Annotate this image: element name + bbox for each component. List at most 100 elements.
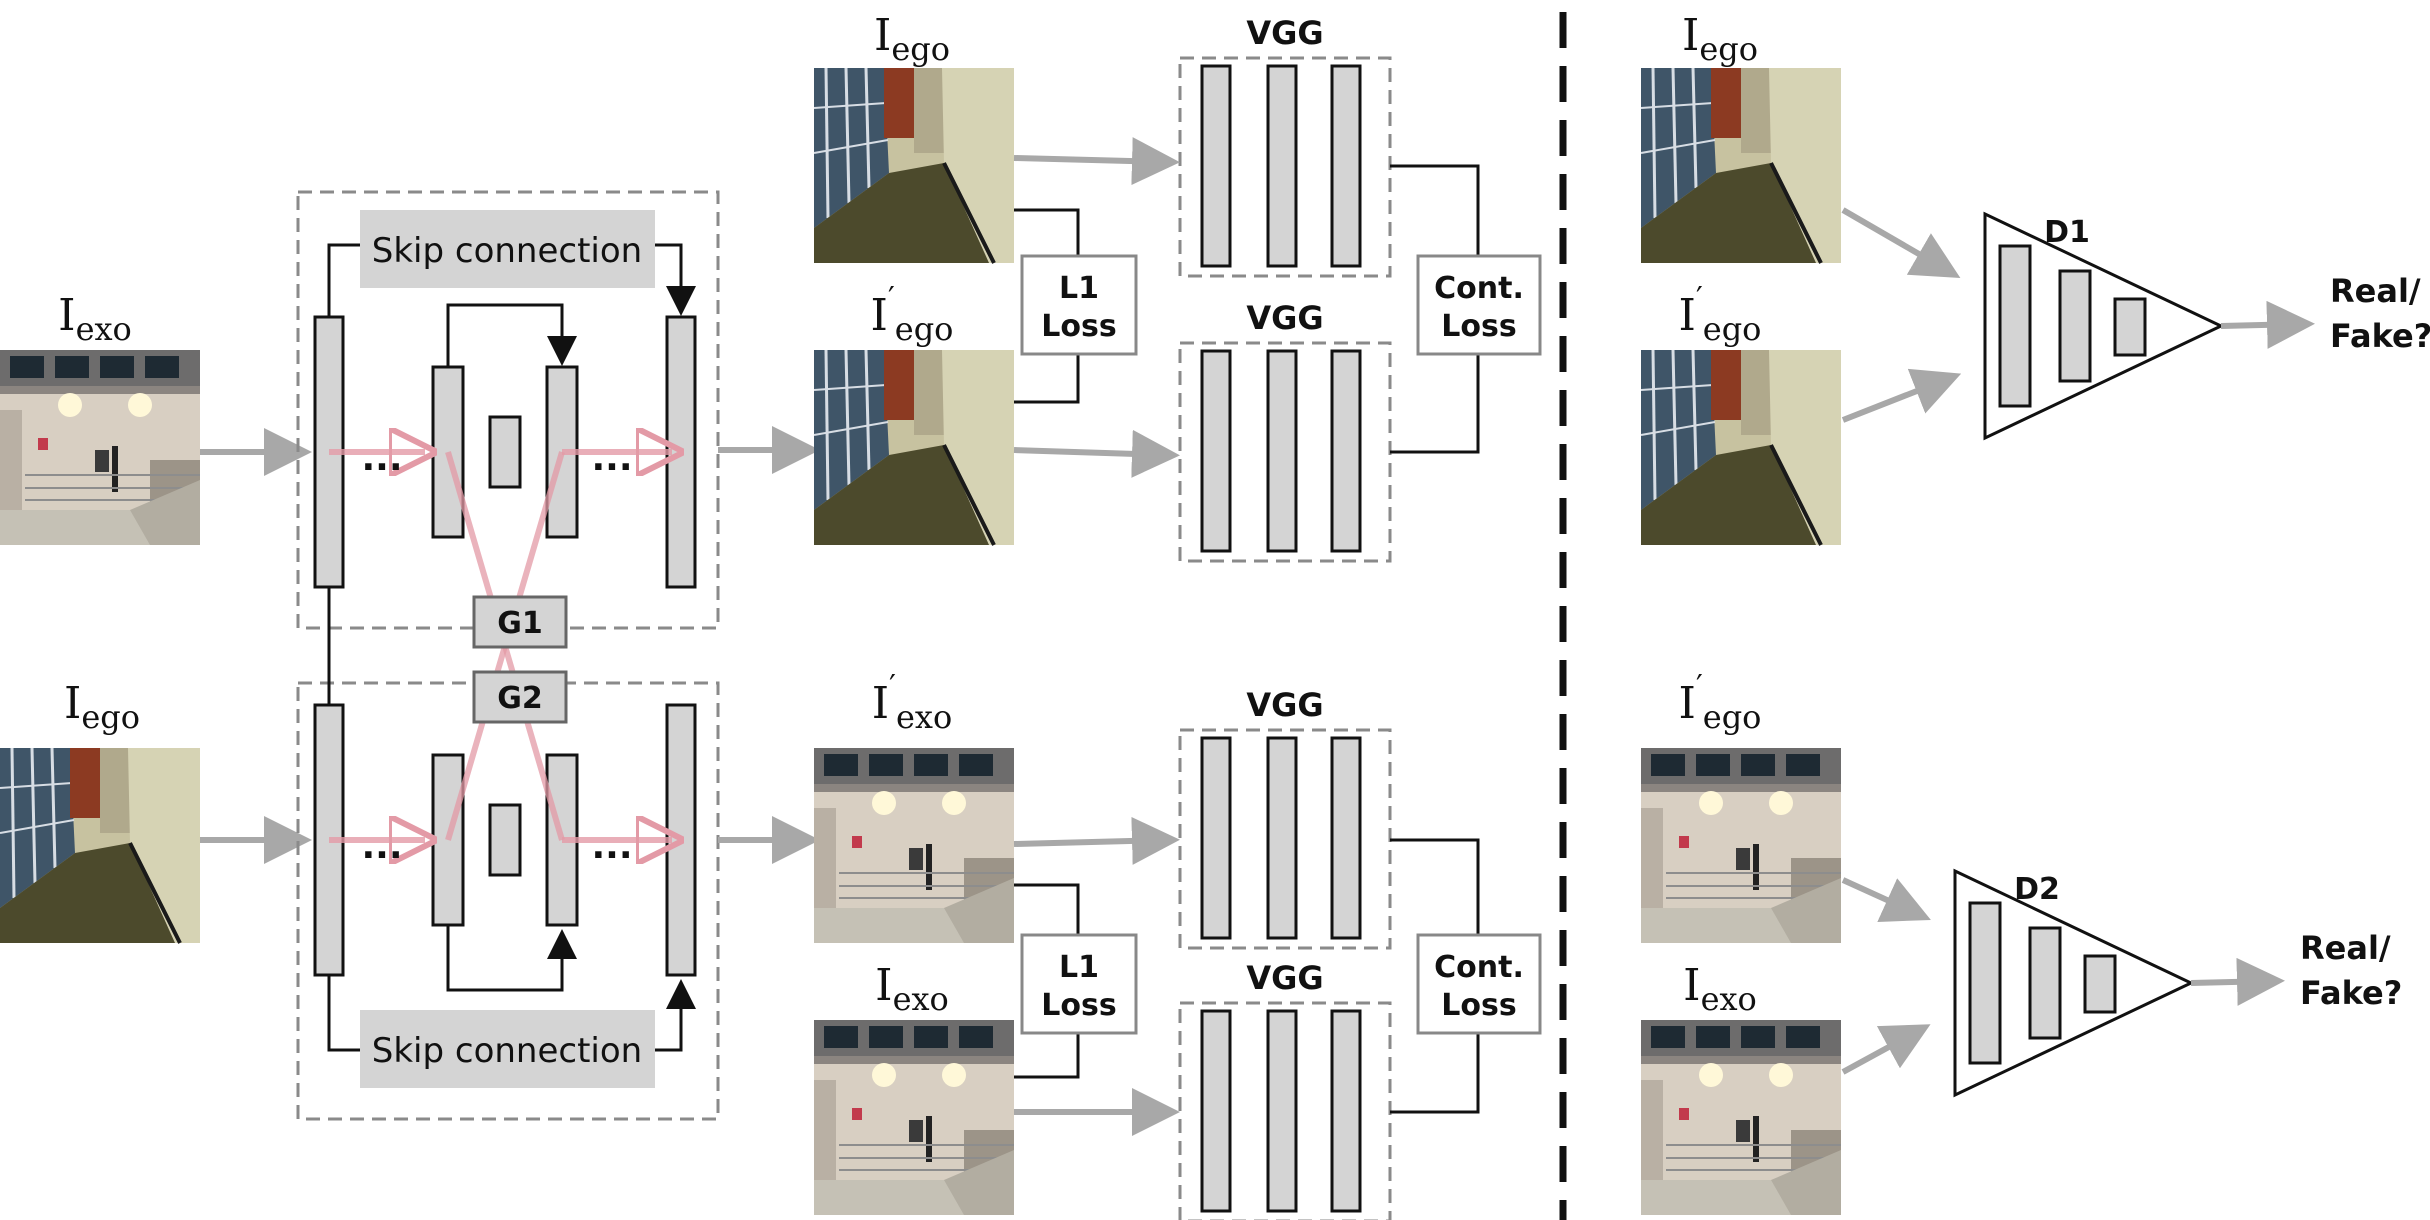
l1-bottom-line-up [1014,883,1080,935]
image-thumbnail-exo_input [0,349,201,546]
image-thumbnail-exo_real_bottom [813,1019,1015,1216]
image-label-ego_input: Iego [64,678,140,736]
vgg-3-title: VGG [1246,686,1323,724]
l1-bottom-label-1: L1 [1059,950,1099,985]
d2-output-arrow [2190,957,2285,1006]
g2-skip-box [360,1010,655,1088]
cont-bottom-line-down [1390,1033,1480,1114]
image-label-exo_input: Iexo [58,290,132,348]
arrow-gen-to-d2 [1841,877,1931,922]
d1-block-2 [2058,269,2092,383]
label-base: I [1679,678,1696,729]
g1-skip-line-left [327,243,360,317]
g1-bottleneck-block [488,415,522,489]
image-label-exo_gen_bottom: I′exo [872,669,952,736]
l1-top-box [1020,254,1138,356]
cont-bottom-box [1416,933,1542,1035]
image-thumbnail-exo_gen_bottom [813,747,1015,944]
d1-label: D1 [2044,215,2090,250]
label-base: I [1679,290,1696,341]
cont-top-label-1: Cont. [1434,271,1524,306]
l1-top-line-down [1014,354,1080,404]
g1-dots-right: ... [591,438,632,479]
label-sub: exo [76,310,132,348]
cont-bottom-label-2: Loss [1441,988,1516,1023]
d2-block-3 [2083,954,2117,1014]
image-thumbnail-ego_input [0,746,202,945]
image-label-ego_real_top: Iego [874,10,950,68]
label-prime: ′ [888,281,895,316]
vgg-3-block-2 [1266,736,1298,940]
arrow-gen-top-to-vgg [1013,429,1180,478]
label-base: I [872,678,889,729]
label-prime: ′ [1696,669,1703,704]
d1-block-1 [1998,244,2032,408]
vgg-1-title: VGG [1246,14,1323,52]
d1-output-1: Real/ [2330,272,2421,310]
label-sub: exo [1701,980,1757,1018]
arrow-real-top-to-vgg [1013,137,1180,186]
label-base: I [58,290,75,341]
image-label-d_bottom_real: Iexo [1683,960,1757,1018]
label-sub: ego [891,30,950,68]
d2-block-1 [1968,901,2002,1065]
cont-top-line-down [1390,354,1480,454]
d1-output-arrow [2220,300,2315,349]
g2-tag: G2 [497,681,543,716]
image-thumbnail-d_bottom_gen [1640,747,1842,944]
cont-bottom-line-up [1390,838,1480,935]
vgg-4-block-3 [1330,1009,1362,1213]
image-thumbnail-ego_gen_top [812,348,1016,547]
vgg-2-title: VGG [1246,299,1323,337]
l1-top-label-2: Loss [1041,309,1116,344]
vgg-4-block-2 [1266,1009,1298,1213]
image-label-exo_real_bottom: Iexo [875,960,949,1018]
g1-skip-label: Skip connection [372,231,642,271]
d2-output-1: Real/ [2300,929,2391,967]
g1-tag: G1 [497,606,543,641]
g2-tag-box [472,670,568,724]
l1-bottom-line-down [1014,1033,1080,1079]
g1-tag-box [472,595,568,649]
vgg-1-block-2 [1266,64,1298,268]
label-base: I [874,10,891,61]
l1-top-label-1: L1 [1059,271,1099,306]
vgg-4-block-1 [1200,1009,1232,1213]
image-label-ego_gen_top: I′ego [871,281,954,348]
g2-skip-line-right [655,979,696,1052]
d2-block-2 [2028,926,2062,1040]
vgg-2-block-1 [1200,349,1232,553]
cont-top-label-2: Loss [1441,309,1516,344]
arrow-real-to-d1 [1841,207,1961,279]
image-label-d_bottom_gen: I′ego [1679,669,1762,736]
vgg-4-title: VGG [1246,959,1323,997]
label-sub: ego [81,698,140,736]
l1-bottom-label-2: Loss [1041,988,1116,1023]
l1-bottom-box [1020,933,1138,1035]
vgg-2-block-2 [1266,349,1298,553]
g2-bottleneck-block [488,803,522,877]
d2-triangle [1953,868,2195,1098]
label-prime: ′ [889,669,896,704]
vgg-1-block-3 [1330,64,1362,268]
label-prime: ′ [1696,281,1703,316]
cont-top-line-up [1390,164,1480,256]
vgg-3-block-1 [1200,736,1232,940]
cont-top-box [1416,254,1542,356]
d1-output-2: Fake? [2330,317,2430,355]
g2-skip-label: Skip connection [372,1031,642,1071]
g1-inner-skip [446,303,577,367]
image-thumbnail-d_top_gen [1639,348,1843,547]
label-sub: ego [1699,30,1758,68]
label-base: I [871,290,888,341]
label-base: I [875,960,892,1011]
g1-dots-left: ... [361,438,402,479]
g2-dots-left: ... [361,826,402,867]
label-sub: ego [1703,698,1762,736]
image-thumbnail-d_top_real [1639,66,1843,265]
vgg-2-block-3 [1330,349,1362,553]
image-thumbnail-d_bottom_real [1640,1019,1842,1216]
image-label-d_top_gen: I′ego [1679,281,1762,348]
label-sub: exo [896,698,952,736]
